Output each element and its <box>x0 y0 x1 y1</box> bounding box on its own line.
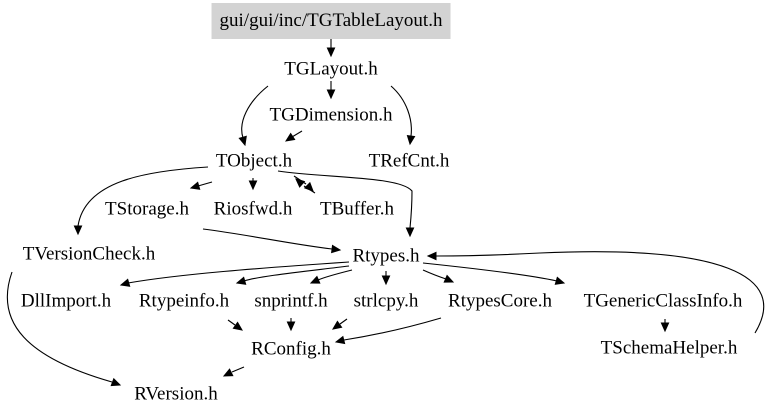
edge-line <box>422 262 558 282</box>
edge-tobject-to-tstorage <box>189 181 213 190</box>
node-tschemahelper-h[interactable]: TSchemaHelper.h <box>600 337 738 359</box>
edge-tobject-to-tversioncheck <box>73 166 209 236</box>
arrowhead-icon <box>426 251 437 261</box>
arrowhead-icon <box>73 225 83 236</box>
edge-tglayout-to-tobject <box>238 85 269 147</box>
edge-tstorage-to-rtypes <box>202 228 342 254</box>
node-tobject-h[interactable]: TObject.h <box>215 150 293 172</box>
edge-line <box>227 319 236 326</box>
arrowhead-icon <box>110 377 122 387</box>
arrowhead-icon <box>406 135 416 146</box>
arrowhead-icon <box>443 274 455 283</box>
edge-tbuffer-to-tobject <box>295 178 316 194</box>
arrowhead-icon <box>286 321 296 332</box>
edge-snprintf-to-rconfig <box>286 318 296 332</box>
node-tversioncheck-h[interactable]: TVersionCheck.h <box>22 243 156 265</box>
edge-line <box>303 185 316 194</box>
node-tstorage-h[interactable]: TStorage.h <box>105 198 189 220</box>
edge-line <box>343 317 442 341</box>
edge-tschemahelper-to-rtypes <box>426 251 765 334</box>
node-tgdimension-h[interactable]: TGDimension.h <box>269 104 393 126</box>
arrowhead-icon <box>660 322 670 333</box>
node-rtypes-h[interactable]: Rtypes.h <box>352 245 420 267</box>
edge-tgdimension-to-tobject <box>284 130 303 142</box>
arrowhead-icon <box>248 180 258 191</box>
node-tglayout-h[interactable]: TGLayout.h <box>284 58 378 80</box>
edge-tglayout-to-tgdimension <box>326 81 336 100</box>
arrowhead-icon <box>238 135 247 147</box>
edge-line <box>317 269 353 281</box>
edge-line <box>241 85 269 139</box>
edge-rtypes-to-snprintf <box>309 269 353 284</box>
arrowhead-icon <box>189 181 201 190</box>
arrowhead-icon <box>326 89 336 100</box>
node-rtypescore-h[interactable]: RtypesCore.h <box>448 290 552 312</box>
node-rversion-h[interactable]: RVersion.h <box>134 383 218 405</box>
edge-rtypes-to-tgenericclassinfo <box>422 262 566 285</box>
node-riosfwd-h[interactable]: Riosfwd.h <box>213 198 293 220</box>
node-trefcnt-h[interactable]: TRefCnt.h <box>368 150 450 172</box>
edge-rtypes-to-strlcpy <box>381 271 391 286</box>
edge-tobject-to-riosfwd <box>248 178 258 191</box>
arrowhead-icon <box>119 278 131 287</box>
arrowhead-icon <box>331 244 342 254</box>
edge-line <box>422 269 447 280</box>
arrowhead-icon <box>284 132 296 142</box>
edge-rtypeinfo-to-rconfig <box>227 319 243 331</box>
arrowhead-icon <box>381 275 391 286</box>
edge-tversioncheck-to-rversion <box>6 271 122 387</box>
node-strlcpy-h[interactable]: strlcpy.h <box>353 290 419 312</box>
arrowhead-icon <box>309 275 321 284</box>
arrowhead-icon <box>295 178 306 188</box>
edge-root-to-tglayout <box>326 38 336 58</box>
edge-line <box>77 166 209 227</box>
edge-rconfig-to-rversion <box>222 366 245 377</box>
node-dllimport-h[interactable]: DllImport.h <box>20 290 112 312</box>
edge-line <box>127 261 350 284</box>
edge-strlcpy-to-rconfig <box>332 318 348 330</box>
node-tgenericclassinfo-h[interactable]: TGenericClassInfo.h <box>583 290 743 312</box>
node-tbuffer-h[interactable]: TBuffer.h <box>319 198 395 220</box>
arrowhead-icon <box>554 276 566 285</box>
node-rconfig-h[interactable]: RConfig.h <box>251 338 331 360</box>
edge-rtypescore-to-rconfig <box>334 317 442 345</box>
edge-tgenericclassinfo-to-tschemahelper <box>660 319 670 333</box>
edge-rtypes-to-rtypeinfo <box>235 265 350 285</box>
edge-line <box>6 271 113 383</box>
arrowhead-icon <box>334 335 346 345</box>
edge-line <box>390 85 412 137</box>
arrowhead-icon <box>332 320 343 330</box>
edge-tobject-to-rtypes <box>277 170 415 238</box>
arrowhead-icon <box>326 47 336 58</box>
edge-rtypes-to-rtypescore <box>422 269 455 283</box>
edge-line <box>202 228 333 250</box>
node-rtypeinfo-h[interactable]: Rtypeinfo.h <box>138 290 230 312</box>
edge-tglayout-to-trefcnt <box>390 85 416 146</box>
arrowhead-icon <box>235 276 247 285</box>
edge-line <box>231 366 245 373</box>
edge-line <box>277 170 413 229</box>
arrowhead-icon <box>405 227 415 238</box>
node-snprintf-h[interactable]: snprintf.h <box>254 290 328 312</box>
edge-tobject-to-tbuffer <box>293 175 314 192</box>
arrowhead-icon <box>232 321 243 331</box>
arrowhead-icon <box>222 368 234 377</box>
node-tgtablelayout-h[interactable]: gui/gui/inc/TGTableLayout.h <box>211 3 451 39</box>
edge-line <box>197 181 213 187</box>
edge-line <box>291 130 303 138</box>
edge-line <box>243 265 350 282</box>
edge-rtypes-to-dllimport <box>119 261 350 287</box>
edge-line <box>339 318 348 325</box>
edge-line <box>435 251 765 334</box>
